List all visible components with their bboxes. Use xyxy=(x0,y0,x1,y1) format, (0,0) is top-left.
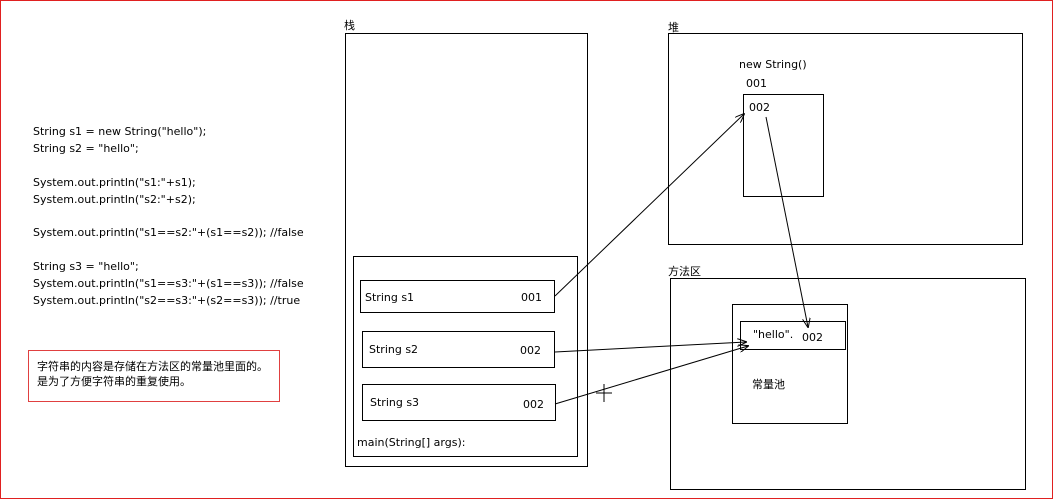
heap-object: 002 xyxy=(743,94,824,197)
note-line-2: 是为了方便字符串的重复使用。 xyxy=(37,375,191,388)
constant-pool-label: 常量池 xyxy=(752,378,785,391)
code-line: System.out.println("s2==s3:"+(s2==s3)); … xyxy=(33,294,301,307)
var-name: String s2 xyxy=(369,343,419,356)
cursor-crosshair-icon xyxy=(596,384,612,402)
note-line-1: 字符串的内容是存储在方法区的常量池里面的。 xyxy=(37,360,268,373)
code-line: System.out.println("s1:"+s1); xyxy=(33,176,196,189)
note-box: 字符串的内容是存储在方法区的常量池里面的。 是为了方便字符串的重复使用。 xyxy=(28,350,280,402)
arrow-s2-to-hello xyxy=(554,342,746,353)
var-value: 002 xyxy=(520,344,541,357)
code-line: System.out.println("s1==s3:"+(s1==s3)); … xyxy=(33,277,304,290)
arrow-heap-to-hello xyxy=(765,116,808,327)
code-line: String s1 = new String("hello"); xyxy=(33,125,207,138)
method-area xyxy=(670,278,1026,490)
heap-object-label: new String() xyxy=(739,58,807,71)
stack-area xyxy=(345,33,588,467)
stack-title: 栈 xyxy=(344,19,355,32)
heap-object-value: 002 xyxy=(749,101,770,114)
constant-pool xyxy=(732,304,848,424)
stack-var-s1: String s1 001 xyxy=(360,280,555,313)
stack-var-s2: String s2 002 xyxy=(362,331,555,368)
heap-title: 堆 xyxy=(668,21,679,34)
code-line: String s3 = "hello"; xyxy=(33,260,139,273)
var-value: 001 xyxy=(521,291,542,304)
arrow-s1-to-heap xyxy=(554,114,744,297)
code-line: String s2 = "hello"; xyxy=(33,142,139,155)
code-line: System.out.println("s1==s2:"+(s1==s2)); … xyxy=(33,226,304,239)
arrow-s3-to-hello xyxy=(554,346,748,405)
var-value: 002 xyxy=(523,398,544,411)
code-line: System.out.println("s2:"+s2); xyxy=(33,193,196,206)
main-frame xyxy=(353,256,578,457)
method-area-title: 方法区 xyxy=(668,265,701,278)
var-name: String s3 xyxy=(370,396,420,409)
stack-var-s3: String s3 002 xyxy=(362,384,556,421)
hello-literal-box: "hello". 002 xyxy=(740,321,846,350)
heap-object-address: 001 xyxy=(746,77,767,90)
main-frame-label: main(String[] args): xyxy=(357,436,466,449)
heap-area xyxy=(668,33,1023,245)
var-name: String s1 xyxy=(365,291,415,304)
hello-literal-address: 002 xyxy=(802,331,823,344)
hello-literal: "hello". xyxy=(753,328,794,341)
